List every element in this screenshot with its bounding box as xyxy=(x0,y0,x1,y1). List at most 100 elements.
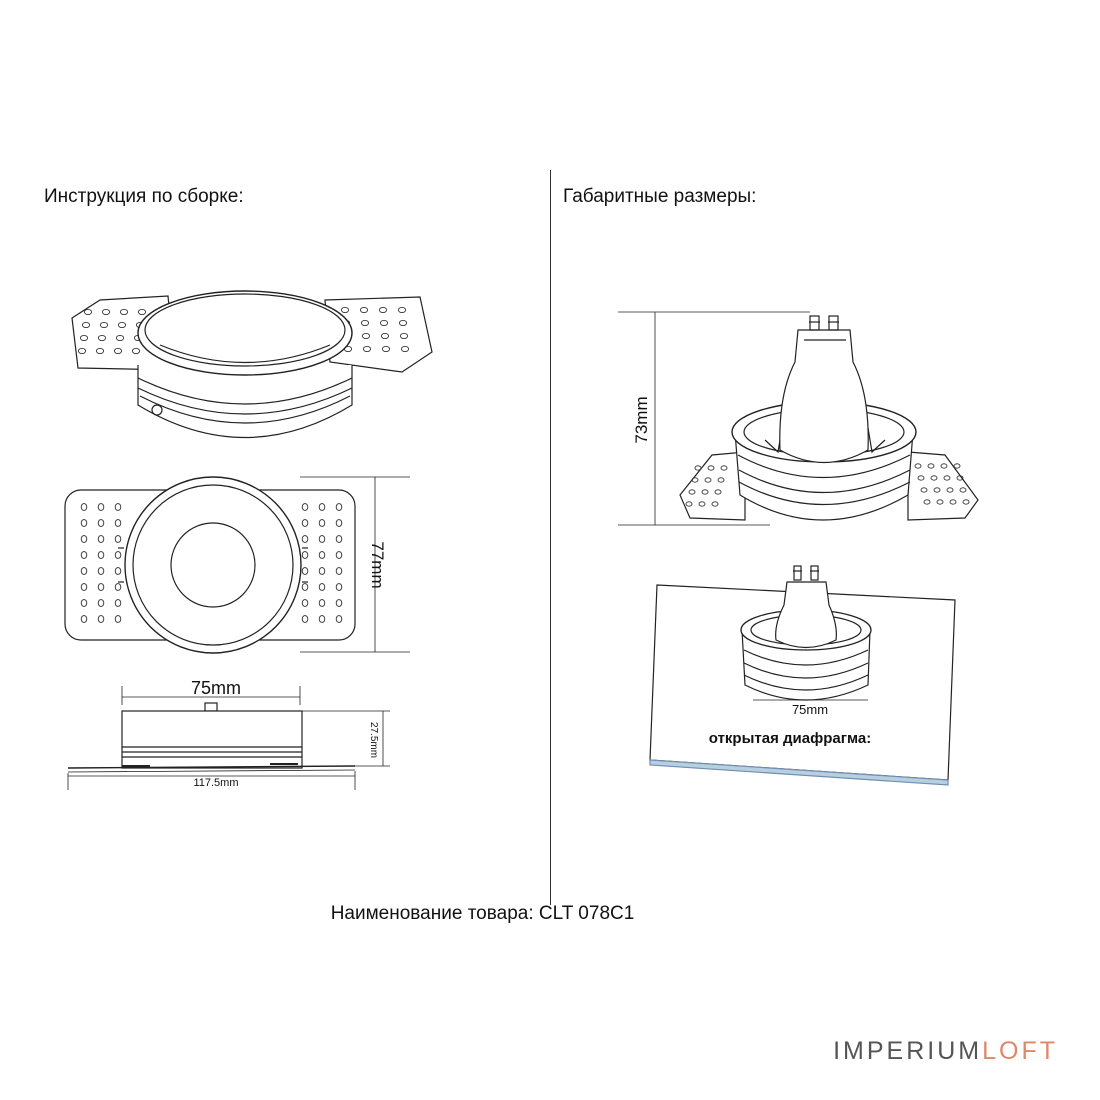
perforation-hole xyxy=(378,306,388,314)
perforation-hole xyxy=(318,615,326,623)
perforation-hole xyxy=(914,463,922,469)
perforation-hole xyxy=(943,475,951,481)
perforation-hole xyxy=(101,308,111,316)
perforation-hole xyxy=(335,583,343,591)
perforation-hole xyxy=(97,551,105,559)
perforation-hole xyxy=(946,487,954,493)
perforation-hole xyxy=(95,347,105,355)
dimension-75mm: 75mm xyxy=(191,678,241,698)
perforation-hole xyxy=(80,599,88,607)
perforation-hole xyxy=(959,487,967,493)
perforation-hole xyxy=(362,345,372,353)
perforation-hole xyxy=(360,319,370,327)
perforation-hole xyxy=(114,503,122,511)
perforation-hole xyxy=(80,503,88,511)
perforation-hole xyxy=(99,321,109,329)
perforation-hole xyxy=(335,599,343,607)
perspective-view xyxy=(71,290,433,439)
right-heading: Габаритные размеры: xyxy=(563,186,757,207)
perforation-hole xyxy=(114,535,122,543)
perforation-hole xyxy=(933,487,941,493)
left-heading: Инструкция по сборке: xyxy=(44,186,244,207)
box-illustration: 75mm открытая диафрагма: xyxy=(649,565,956,786)
perforation-hole xyxy=(97,519,105,527)
perforation-hole xyxy=(80,583,88,591)
perforation-hole xyxy=(318,551,326,559)
dimension-77mm: 77mm xyxy=(368,541,387,588)
perforation-hole xyxy=(361,332,371,340)
perforation-hole xyxy=(114,519,122,527)
perforation-hole xyxy=(80,615,88,623)
perforation-hole xyxy=(137,308,147,316)
perforation-hole xyxy=(379,319,389,327)
perforation-hole xyxy=(714,489,722,495)
perforation-hole xyxy=(114,583,122,591)
perforation-hole xyxy=(711,501,719,507)
perforation-hole xyxy=(953,463,961,469)
product-name: Наименование товара: CLT 078C1 xyxy=(330,903,635,924)
perforation-hole xyxy=(301,567,309,575)
dimension-27-5mm: 27.5mm xyxy=(368,722,379,758)
perforation-hole xyxy=(119,308,129,316)
perforation-hole xyxy=(81,321,91,329)
perforation-hole xyxy=(380,332,390,340)
perforation-hole xyxy=(114,615,122,623)
perforation-hole xyxy=(340,306,350,314)
perforation-hole xyxy=(923,499,931,505)
perforation-hole xyxy=(917,475,925,481)
perforation-hole xyxy=(930,475,938,481)
perforation-hole xyxy=(301,583,309,591)
perforation-hole xyxy=(301,535,309,543)
perforation-hole xyxy=(940,463,948,469)
perforation-hole xyxy=(397,306,407,314)
perforation-hole xyxy=(956,475,964,481)
perforation-hole xyxy=(80,519,88,527)
perforation-hole xyxy=(80,535,88,543)
perforation-hole xyxy=(691,477,699,483)
perforation-hole xyxy=(97,583,105,591)
perforation-hole xyxy=(97,615,105,623)
perforation-hole xyxy=(398,319,408,327)
dimension-117-5mm: 117.5mm xyxy=(193,777,238,789)
perforation-hole xyxy=(97,535,105,543)
dimension-73mm: 73mm xyxy=(632,396,651,443)
perforation-hole xyxy=(97,567,105,575)
perforation-hole xyxy=(318,599,326,607)
perforation-hole xyxy=(335,535,343,543)
fixture-with-lamp: 73mm xyxy=(618,311,979,526)
side-view: 75mm 27.5mm 117.5mm xyxy=(67,678,390,790)
top-view: 77mm xyxy=(64,476,410,654)
perforation-hole xyxy=(80,551,88,559)
box-caption: открытая диафрагма: xyxy=(709,730,871,747)
perforation-hole xyxy=(114,599,122,607)
perforation-hole xyxy=(400,345,410,353)
perforation-hole xyxy=(301,599,309,607)
perforation-hole xyxy=(77,347,87,355)
brand-logo-part1: IMPERIUM xyxy=(833,1037,983,1065)
perforation-hole xyxy=(83,308,93,316)
perforation-hole xyxy=(79,334,89,342)
perforation-hole xyxy=(927,463,935,469)
perforation-hole xyxy=(694,465,702,471)
perforation-hole xyxy=(115,334,125,342)
perforation-hole xyxy=(113,347,123,355)
brand-logo-part2: LOFT xyxy=(982,1037,1058,1065)
perforation-hole xyxy=(318,503,326,511)
perforation-hole xyxy=(704,477,712,483)
perforation-hole xyxy=(97,503,105,511)
perforation-hole xyxy=(335,519,343,527)
perforation-hole xyxy=(318,519,326,527)
perforation-hole xyxy=(114,551,122,559)
perforation-hole xyxy=(936,499,944,505)
perforation-hole xyxy=(720,465,728,471)
perforation-hole xyxy=(688,489,696,495)
dimension-75mm-box: 75mm xyxy=(792,702,828,717)
perforation-hole xyxy=(301,615,309,623)
perforation-hole xyxy=(698,501,706,507)
perforation-hole xyxy=(301,503,309,511)
perforation-hole xyxy=(685,501,693,507)
perforation-hole xyxy=(318,535,326,543)
brand-logo: IMPERIUMLOFT xyxy=(833,1037,1058,1066)
